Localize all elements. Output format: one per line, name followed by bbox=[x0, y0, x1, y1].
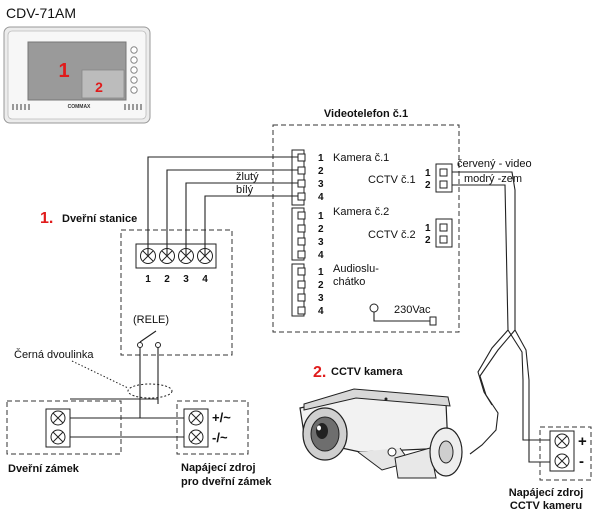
ds-terminal-4: 4 bbox=[202, 274, 208, 285]
audio-connector bbox=[291, 263, 306, 317]
cctv1-pin-1: 1 bbox=[425, 168, 431, 179]
door-lock-title: Dveřní zámek bbox=[8, 463, 80, 475]
door-station-number: 1. bbox=[40, 210, 53, 227]
cable-leader-line bbox=[71, 360, 129, 389]
wire-blue-label: modrý -zem bbox=[464, 173, 522, 185]
door-lock-terminal bbox=[45, 408, 71, 448]
lock-power-plus: +/~ bbox=[212, 410, 231, 425]
device-model-label: CDV-71AM bbox=[6, 5, 76, 21]
wire-yellow-label: žlutý bbox=[236, 171, 259, 183]
cctv-camera-illustration bbox=[299, 388, 463, 479]
videophone-title: Videotelefon č.1 bbox=[324, 108, 408, 120]
cctv-number: 2. bbox=[313, 364, 326, 381]
lock-power-title-1: Napájecí zdroj bbox=[181, 462, 256, 474]
wire-red-label: červený - video bbox=[457, 158, 532, 170]
camera1-connector bbox=[291, 149, 306, 206]
camera-power-title-2: CCTV kameru bbox=[510, 500, 582, 512]
camera-power-minus: - bbox=[579, 453, 584, 470]
camera1-label: Kamera č.1 bbox=[333, 152, 389, 164]
ds-terminal-2: 2 bbox=[164, 274, 170, 285]
cam1-pin-1: 1 bbox=[318, 153, 324, 164]
screen-label-2: 2 bbox=[95, 79, 103, 95]
cam2-pin-1: 1 bbox=[318, 211, 324, 222]
monitor-speaker-right bbox=[124, 104, 142, 110]
door-station-box bbox=[120, 229, 233, 356]
audio-pin-3: 3 bbox=[318, 293, 324, 304]
cctv2-connector bbox=[435, 218, 453, 248]
cctv1-pin-2: 2 bbox=[425, 180, 431, 191]
cctv2-pin-1: 1 bbox=[425, 223, 431, 234]
relay-switch-icon bbox=[137, 330, 161, 348]
videophone-box bbox=[272, 124, 460, 333]
monitor-brand: COMMAX bbox=[68, 104, 91, 110]
cctv-title: CCTV kamera bbox=[331, 366, 403, 378]
screen-label-1: 1 bbox=[58, 60, 69, 82]
cctv2-label: CCTV č.2 bbox=[368, 229, 416, 241]
power-plug-icon bbox=[369, 303, 437, 326]
audio-label-line2: chátko bbox=[333, 276, 365, 288]
cam1-pin-4: 4 bbox=[318, 192, 324, 203]
cctv1-label: CCTV č.1 bbox=[368, 174, 416, 186]
lock-wires bbox=[70, 347, 184, 438]
monitor-subscreen bbox=[81, 69, 125, 99]
ds-terminal-1: 1 bbox=[145, 274, 151, 285]
lock-power-title-2: pro dveřní zámek bbox=[181, 476, 272, 488]
cam2-pin-4: 4 bbox=[318, 250, 324, 261]
monitor-speaker-left bbox=[12, 104, 30, 110]
camera-power-box bbox=[539, 426, 592, 481]
cam2-pin-3: 3 bbox=[318, 237, 324, 248]
lock-power-terminal bbox=[183, 408, 209, 448]
door-station-wires bbox=[147, 156, 298, 256]
power-label: 230Vac bbox=[394, 304, 431, 316]
lock-power-minus: -/~ bbox=[212, 430, 228, 445]
cam1-pin-3: 3 bbox=[318, 179, 324, 190]
monitor-buttons bbox=[130, 46, 138, 94]
cable-label: Černá dvoulinka bbox=[14, 348, 94, 361]
cam1-pin-2: 2 bbox=[318, 166, 324, 177]
audio-pin-1: 1 bbox=[318, 267, 324, 278]
monitor-illustration: 1 2 COMMAX bbox=[3, 26, 151, 124]
audio-pin-2: 2 bbox=[318, 280, 324, 291]
lock-power-box bbox=[176, 400, 249, 455]
camera-power-plus: + bbox=[578, 433, 587, 450]
camera-power-terminal bbox=[549, 430, 575, 472]
wire-white-label: bílý bbox=[236, 184, 254, 196]
cctv1-connector bbox=[435, 163, 453, 193]
ds-terminal-3: 3 bbox=[183, 274, 189, 285]
audio-pin-4: 4 bbox=[318, 306, 324, 317]
camera2-connector bbox=[291, 207, 306, 261]
cable-marker-ellipse bbox=[127, 383, 173, 399]
audio-label-line1: Audioslu- bbox=[333, 263, 379, 275]
cctv-cables bbox=[452, 171, 556, 463]
camera2-label: Kamera č.2 bbox=[333, 206, 389, 218]
door-lock-box bbox=[6, 400, 122, 455]
relay-label: (RELE) bbox=[133, 314, 169, 326]
cctv2-pin-2: 2 bbox=[425, 235, 431, 246]
cam2-pin-2: 2 bbox=[318, 224, 324, 235]
door-station-title: Dveřní stanice bbox=[62, 213, 137, 225]
camera-power-title-1: Napájecí zdroj bbox=[509, 487, 584, 499]
